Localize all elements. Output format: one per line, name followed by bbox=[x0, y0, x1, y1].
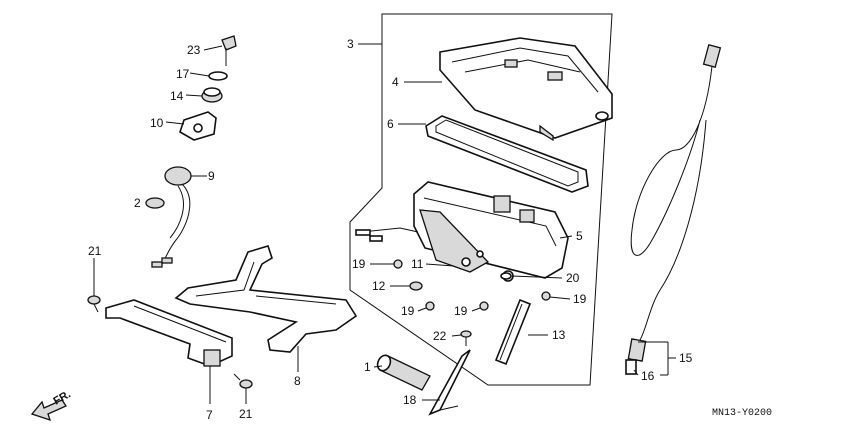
assembly-3-boundary bbox=[349, 13, 613, 386]
callout-14: 14 bbox=[170, 89, 184, 103]
callout-18: 18 bbox=[403, 393, 417, 407]
washer-17 bbox=[208, 71, 228, 81]
collar-20 bbox=[500, 272, 512, 280]
bracket-10 bbox=[179, 111, 217, 141]
screw-19-c bbox=[479, 301, 489, 311]
callout-12: 12 bbox=[372, 279, 386, 293]
tube-13 bbox=[494, 298, 532, 366]
meter-upper-case bbox=[439, 37, 613, 142]
callout-19-a: 19 bbox=[352, 257, 366, 271]
callout-10: 10 bbox=[150, 116, 164, 130]
front-direction-label: FR. bbox=[52, 388, 73, 407]
callout-13: 13 bbox=[552, 328, 566, 342]
callout-1: 1 bbox=[364, 360, 371, 374]
bulb-socket-9 bbox=[151, 166, 192, 268]
callout-16: 16 bbox=[641, 369, 655, 383]
bolt-21-top bbox=[87, 295, 101, 313]
speedometer-cable-15 bbox=[625, 43, 722, 375]
cushion-1 bbox=[376, 354, 431, 391]
grommet-2 bbox=[145, 197, 165, 209]
bolt-21-bottom bbox=[233, 373, 253, 389]
bracket-7 bbox=[105, 299, 233, 367]
nut-12 bbox=[409, 281, 423, 291]
callout-21-bottom: 21 bbox=[239, 407, 253, 421]
meter-lower-case bbox=[355, 181, 569, 282]
callout-19-c: 19 bbox=[454, 304, 468, 318]
callout-8: 8 bbox=[294, 374, 301, 388]
band-18 bbox=[428, 349, 471, 416]
callout-4: 4 bbox=[392, 75, 399, 89]
callout-15: 15 bbox=[679, 351, 693, 365]
callout-5: 5 bbox=[576, 229, 583, 243]
callout-7: 7 bbox=[206, 408, 213, 422]
callout-23: 23 bbox=[187, 43, 201, 57]
callout-11: 11 bbox=[411, 257, 424, 271]
callout-19-b: 19 bbox=[401, 304, 415, 318]
callout-20: 20 bbox=[566, 271, 580, 285]
callout-22: 22 bbox=[433, 329, 447, 343]
diagram-code: MN13-Y0200 bbox=[712, 408, 772, 419]
screw-19-d bbox=[541, 291, 551, 301]
callout-2: 2 bbox=[134, 196, 141, 210]
meter-stay-8 bbox=[174, 245, 358, 353]
callout-3: 3 bbox=[347, 37, 354, 51]
callout-21-top: 21 bbox=[88, 244, 102, 258]
bolt-23 bbox=[221, 35, 237, 66]
front-direction-arrow-icon bbox=[30, 399, 67, 422]
callout-17: 17 bbox=[176, 67, 190, 81]
callout-6: 6 bbox=[387, 117, 394, 131]
screw-19-a bbox=[393, 259, 403, 269]
leader-lines bbox=[93, 43, 676, 404]
callout-9: 9 bbox=[208, 169, 215, 183]
screw-22 bbox=[460, 330, 472, 346]
grommet-14 bbox=[201, 87, 223, 103]
screw-19-b bbox=[425, 301, 435, 311]
callout-19-d: 19 bbox=[573, 292, 587, 306]
meter-gasket bbox=[425, 115, 589, 193]
